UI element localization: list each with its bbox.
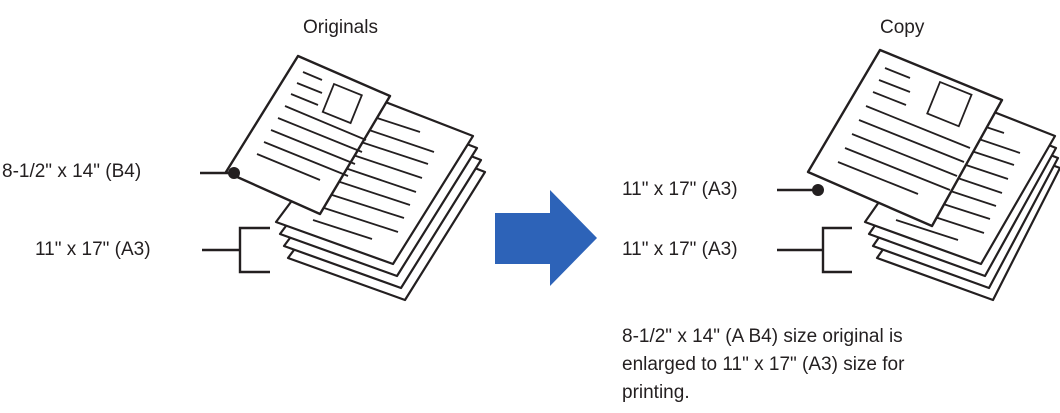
original-b4-leader <box>200 167 240 179</box>
copy-heading: Copy <box>880 17 925 38</box>
copy-a3-bracket <box>777 226 852 274</box>
copy-top-label: 11" x 17" (A3) <box>622 179 738 200</box>
arrow-right <box>495 190 597 286</box>
copy-bottom-label: 11" x 17" (A3) <box>622 239 738 260</box>
original-a3-bracket <box>202 226 270 274</box>
copy-top-marker <box>812 184 824 196</box>
original-b4-label: 8-1/2" x 14" (B4) <box>2 161 142 182</box>
originals-heading: Originals <box>303 17 378 38</box>
caption-line-2: enlarged to 11" x 17" (A3) size for <box>622 354 905 375</box>
original-photo-box <box>321 82 363 125</box>
caption: 8-1/2" x 14" (A B4) size original is enl… <box>622 323 1042 407</box>
original-a3-label: 11" x 17" (A3) <box>35 239 151 260</box>
copy-top-leader <box>777 184 824 196</box>
original-b4-sheet <box>224 54 392 216</box>
copy-photo-box <box>926 80 973 128</box>
copy-enlarged-sheet <box>806 48 1004 228</box>
caption-line-3: printing. <box>622 382 690 403</box>
original-b4-marker <box>228 167 240 179</box>
original-a3-text-lines <box>312 117 435 240</box>
caption-line-1: 8-1/2" x 14" (A B4) size original is <box>622 326 903 347</box>
